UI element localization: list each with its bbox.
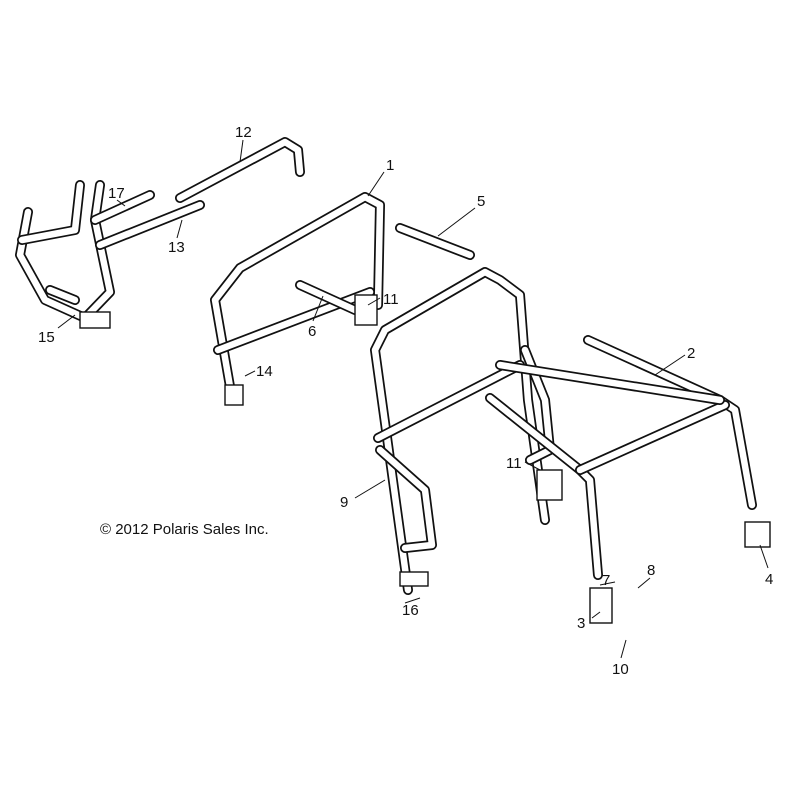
callout-16: 16 (402, 602, 419, 619)
part-4-bracket (744, 521, 771, 548)
callout-8: 8 (647, 562, 655, 579)
callout-7: 7 (602, 572, 610, 589)
callout-15: 15 (38, 329, 55, 346)
callout-10: 10 (612, 661, 629, 678)
callout-17: 17 (108, 185, 125, 202)
callout-4: 4 (765, 571, 773, 588)
callout-3: 3 (577, 615, 585, 632)
part-16-bracket (399, 571, 429, 587)
part-3-bracket (589, 587, 613, 624)
part-15-plate (79, 311, 111, 329)
copyright-notice: © 2012 Polaris Sales Inc. (100, 521, 269, 538)
part-11-bracket (354, 294, 378, 326)
callout-1: 1 (386, 157, 394, 174)
callout-9: 9 (340, 494, 348, 511)
part-11-bracket-2 (536, 469, 563, 501)
callout-11: 11 (383, 291, 399, 308)
callout-12: 12 (235, 124, 252, 141)
callout-2: 2 (687, 345, 695, 362)
callout-14: 14 (256, 363, 273, 380)
callout-6: 6 (308, 323, 316, 340)
part-14-bracket (224, 384, 244, 406)
callout-11b: 11 (506, 455, 522, 472)
callout-5: 5 (477, 193, 485, 210)
callout-13: 13 (168, 239, 185, 256)
